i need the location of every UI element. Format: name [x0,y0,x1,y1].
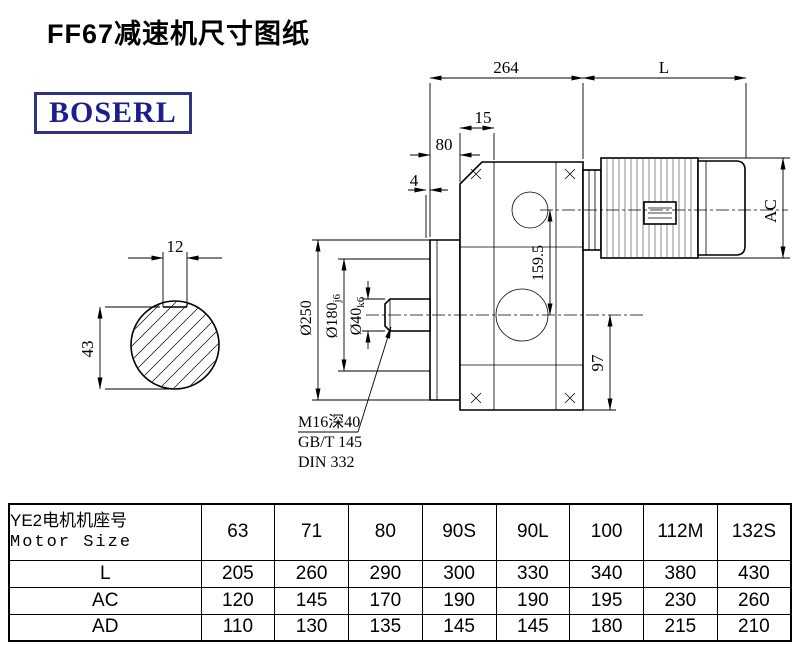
thread-standard-gb-label: GB/T 145 [298,434,362,451]
dim-97-label: 97 [588,354,607,372]
dimension-annotations: 264 L 15 80 4 AC 159.5 97 Ø40k6 Ø180j6 Ø [298,58,790,471]
shaft-dia-fit: k6 [355,296,367,308]
row-label-AC: AC [8,586,202,615]
logo-text: BOSERL [49,96,177,129]
size-header-90L: 90L [495,503,571,561]
dim-4-label: 4 [410,171,419,190]
value-cell: 195 [569,586,644,615]
motor-size-header-cn: YE2电机机座号 [10,511,128,531]
row-label-AD: AD [8,613,202,642]
value-cell: 130 [274,613,349,642]
thread-note-label: M16深40 [298,413,360,431]
value-cell: 145 [421,613,497,642]
value-cell: 330 [495,559,571,588]
dim-motor-diameter-label: AC [761,199,780,223]
dim-housing-length-label: 264 [493,58,519,77]
value-cell: 120 [200,586,276,615]
value-cell: 340 [569,559,644,588]
dim-spigot-diameter-label: Ø180j6 [324,293,343,338]
hatch-lines [132,302,218,388]
gearbox-side-view [366,157,788,411]
table-row-L: L 205 260 290 300 330 340 380 430 [8,559,792,588]
table-header-row: YE2电机机座号 Motor Size 63 71 80 90S 90L 100… [8,503,792,561]
spigot-dia-fit: j6 [331,293,343,303]
value-cell: 215 [643,613,718,642]
housing-internal-lines [460,162,583,410]
value-cell: 230 [643,586,718,615]
dim-shaft-diameter-label: Ø40k6 [348,296,367,335]
dim-key-width-label: 12 [167,237,184,256]
value-cell: 190 [421,586,497,615]
table-row-AC: AC 120 145 170 190 190 195 230 260 [8,586,792,615]
mounting-flange [429,239,461,401]
motor-size-header: YE2电机机座号 Motor Size [8,503,202,561]
size-header-90S: 90S [421,503,497,561]
leader-line [357,326,392,433]
value-cell: 260 [716,586,792,615]
extension-lines [312,83,790,411]
shaft-dia-main: Ø40 [348,308,365,336]
table-row-AD: AD 110 130 135 145 145 180 215 210 [8,613,792,642]
spigot-dia-main: Ø180 [324,303,341,339]
dim-motor-length-label: L [659,58,669,77]
housing-screw-marks [470,168,576,404]
fan-cover [697,160,746,256]
dimension-table: YE2电机机座号 Motor Size 63 71 80 90S 90L 100… [8,503,792,642]
dim-flange-od-label: Ø250 [298,300,315,336]
dim-80-label: 80 [436,135,453,154]
value-cell: 145 [274,586,349,615]
dim-axis-distance-label: 159.5 [530,245,547,281]
value-cell: 300 [421,559,497,588]
value-cell: 145 [495,613,571,642]
value-cell: 110 [200,613,276,642]
value-cell: 135 [348,613,423,642]
size-header-112M: 112M [643,503,718,561]
gear-housing [459,161,584,411]
page-title: FF67减速机尺寸图纸 [47,19,311,49]
dim-key-height-label: 43 [78,341,97,358]
motor-size-header-en: Motor Size [10,533,133,553]
size-header-63: 63 [200,503,276,561]
size-header-132S: 132S [716,503,792,561]
thread-standard-din-label: DIN 332 [298,454,354,471]
value-cell: 380 [643,559,718,588]
size-header-80: 80 [348,503,423,561]
value-cell: 290 [348,559,423,588]
size-header-100: 100 [569,503,644,561]
value-cell: 180 [569,613,644,642]
dimension-drawing: 12 43 [78,58,790,471]
shaft-end-view: 12 43 [78,237,222,390]
size-header-71: 71 [274,503,349,561]
value-cell: 170 [348,586,423,615]
value-cell: 210 [716,613,792,642]
value-cell: 190 [495,586,571,615]
value-cell: 205 [200,559,276,588]
nameplate-lines [648,207,672,219]
row-label-L: L [8,559,202,588]
value-cell: 430 [716,559,792,588]
dim-15-label: 15 [475,108,492,127]
value-cell: 260 [274,559,349,588]
boserl-logo: BOSERL [34,92,192,134]
keyway-extension-lines [105,252,188,390]
